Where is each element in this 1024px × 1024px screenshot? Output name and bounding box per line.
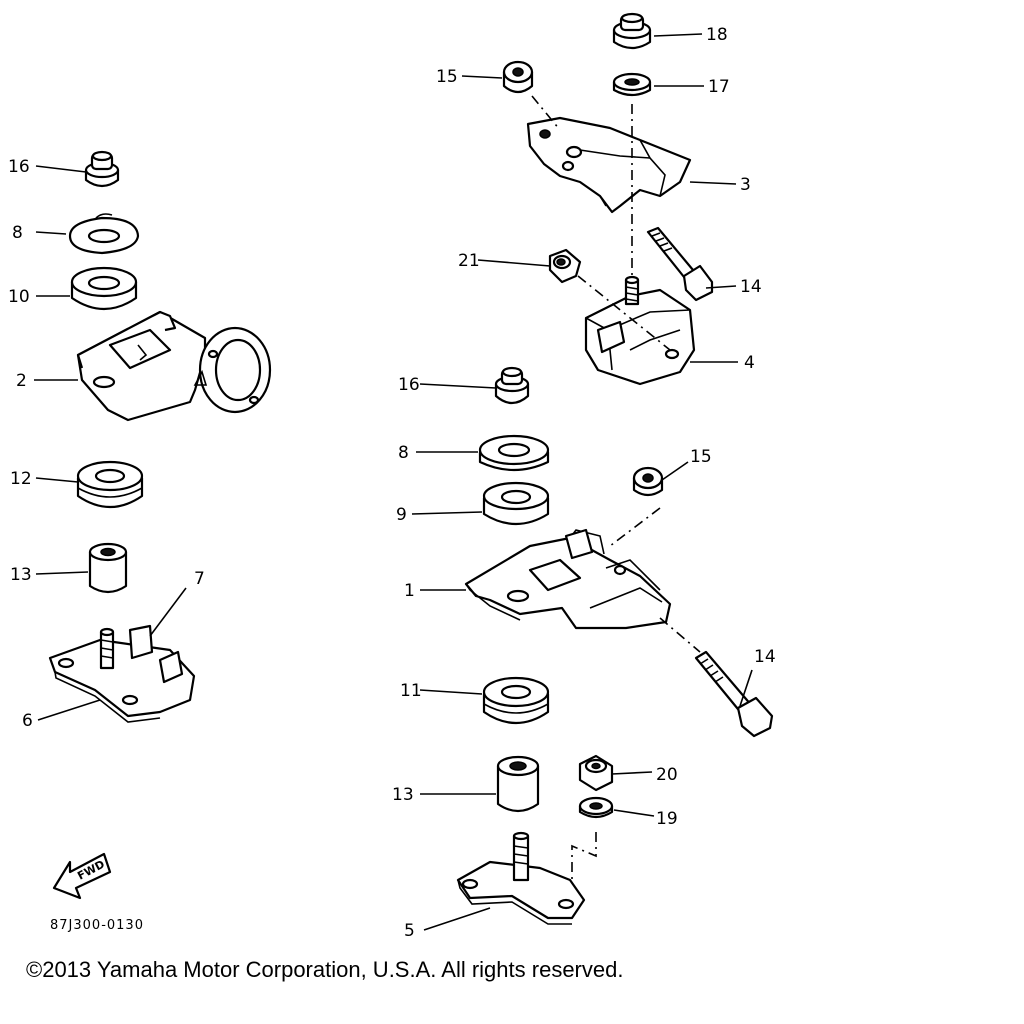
callout-17: 17 [708,77,730,97]
part-9-grommet [482,481,550,525]
callout-labels: 16 8 10 2 12 13 7 6 15 18 17 3 21 14 4 1… [8,25,776,941]
part-4-engine-mount [584,275,696,386]
alignment-line-1-to-14 [659,617,701,653]
alignment-line-21-to-4 [577,275,671,351]
fwd-arrow-icon: FWD [52,852,112,900]
part-21-nut [548,248,582,284]
part-18-cap-nut [612,12,652,50]
part-16-cap-nut-left [84,150,120,188]
part-17-washer [612,72,652,97]
part-15-cap-nut-top [502,60,534,94]
callout-5: 5 [404,921,415,941]
part-5-mount-plate [456,831,586,925]
alignment-line-15-to-3 [531,95,561,131]
callout-12: 12 [10,469,32,489]
callout-11: 11 [400,681,422,701]
callout-15-right: 15 [690,447,712,467]
callout-13-left: 13 [10,565,32,585]
callout-8-left: 8 [12,223,23,243]
part-14-bolt-lower [694,650,774,738]
part-2-bracket-with-ring [76,310,272,422]
diagram-reference-code: 87J300-0130 [50,918,144,933]
part-3-upper-bracket [526,116,692,214]
callout-18: 18 [706,25,728,45]
part-16-cap-nut-right [494,366,530,405]
callout-20: 20 [656,765,678,785]
callout-8-right: 8 [398,443,409,463]
callout-15-top: 15 [436,67,458,87]
part-8-washer-right [478,434,550,472]
callout-21: 21 [458,251,480,271]
part-14-bolt-upper [646,226,714,302]
part-6-mount-plate [48,624,196,723]
part-15-cap-nut-right [632,466,664,497]
callout-7: 7 [194,569,205,589]
copyright-notice: ©2013 Yamaha Motor Corporation, U.S.A. A… [26,957,624,982]
part-12-grommet-left [76,460,144,508]
callout-6: 6 [22,711,33,731]
callout-2: 2 [16,371,27,391]
part-1-lower-bracket [464,528,672,630]
alignment-line-19-to-5 [571,832,597,886]
part-8-split-washer-left [68,213,140,255]
alignment-line-15-to-1 [609,507,661,547]
part-13-collar-left [88,542,128,594]
leader-lines [34,33,753,931]
callout-10: 10 [8,287,30,307]
part-19-washer [578,796,614,819]
part-10-grommet-left [70,266,138,310]
part-11-grommet [482,676,550,724]
callout-3: 3 [740,175,751,195]
callout-9: 9 [396,505,407,525]
callout-14-upper: 14 [740,277,762,297]
callout-16-left: 16 [8,157,30,177]
part-20-nut [578,754,614,792]
callout-4: 4 [744,353,755,373]
callout-13-right: 13 [392,785,414,805]
callout-14-lower: 14 [754,647,776,667]
part-13-collar-right [496,755,540,813]
callout-19: 19 [656,809,678,829]
callout-1: 1 [404,581,415,601]
callout-16-right: 16 [398,375,420,395]
